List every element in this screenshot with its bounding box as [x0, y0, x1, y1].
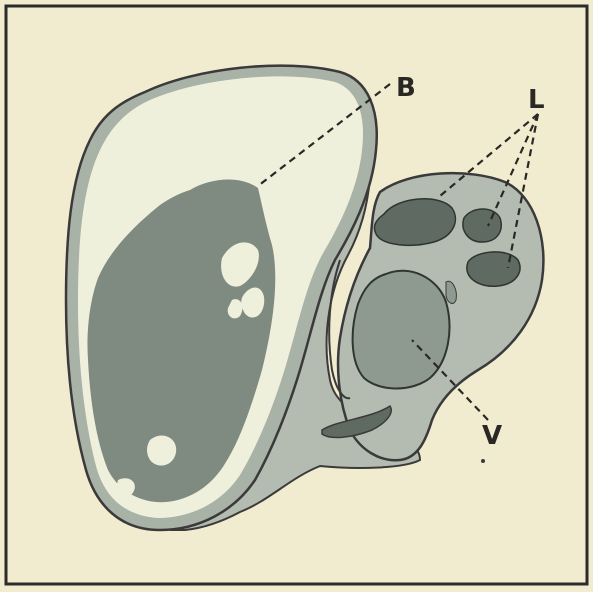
vessel-v	[353, 271, 450, 389]
label-l: L	[528, 85, 545, 115]
speck	[481, 459, 485, 463]
body-b-pale-lobe-5	[117, 478, 135, 496]
label-v: V	[482, 421, 502, 451]
lumen-l-3	[467, 252, 520, 286]
lumen-l-2	[463, 209, 501, 242]
label-b: B	[396, 73, 416, 103]
